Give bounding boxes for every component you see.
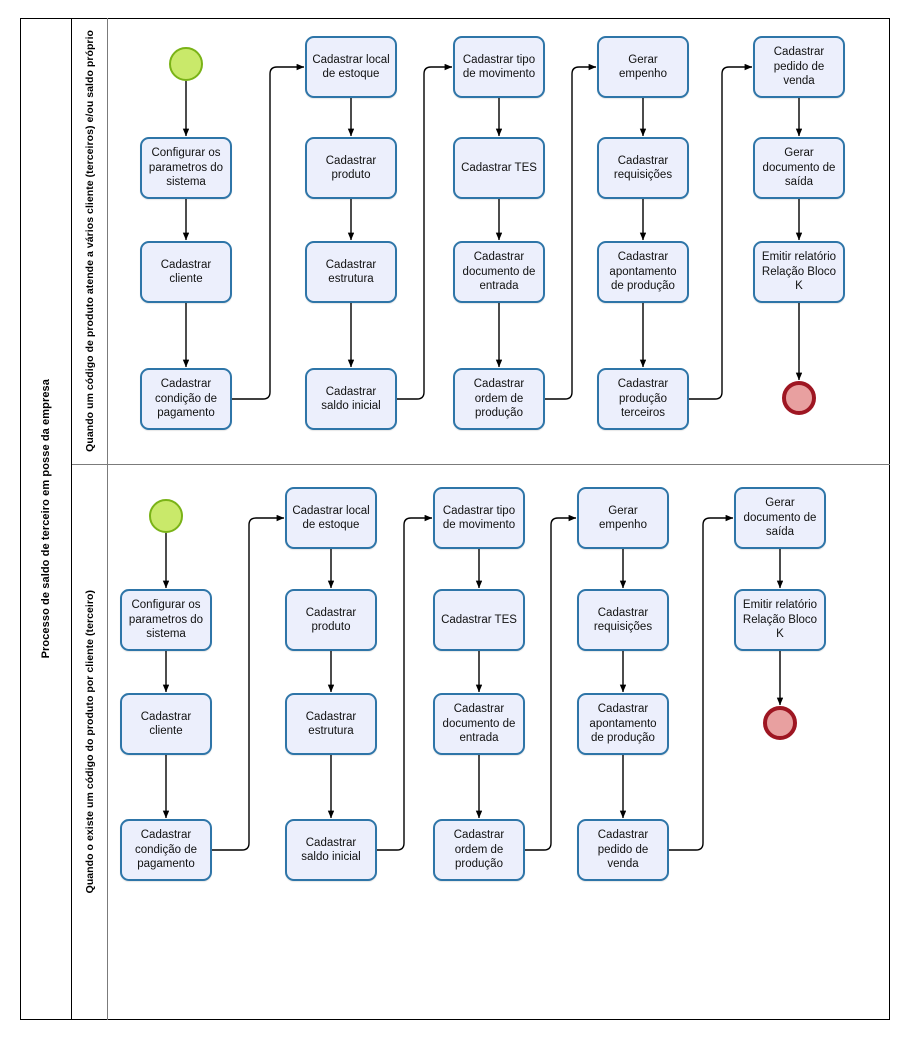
task-label: Cadastrar local de estoque: [292, 504, 370, 532]
task-node[interactable]: Emitir relatório Relação Bloco K: [753, 241, 845, 303]
task-label: Cadastrar produto: [325, 154, 377, 182]
task-label: Cadastrar requisições: [613, 154, 673, 182]
task-node[interactable]: Cadastrar estrutura: [305, 241, 397, 303]
task-label: Cadastrar ordem de produção: [453, 829, 505, 871]
task-node[interactable]: Cadastrar estrutura: [285, 693, 377, 755]
task-node[interactable]: Cadastrar condição de pagamento: [120, 819, 212, 881]
task-node[interactable]: Emitir relatório Relação Bloco K: [734, 589, 826, 651]
task-label: Cadastrar saldo inicial: [301, 836, 361, 864]
end-event: [763, 706, 797, 740]
task-label: Cadastrar tipo de movimento: [462, 53, 536, 81]
task-node[interactable]: Cadastrar apontamento de produção: [597, 241, 689, 303]
task-node[interactable]: Cadastrar local de estoque: [285, 487, 377, 549]
pool-label: Processo de saldo de terceiro em posse d…: [20, 18, 72, 1020]
task-node[interactable]: Cadastrar tipo de movimento: [433, 487, 525, 549]
task-node[interactable]: Cadastrar pedido de venda: [753, 36, 845, 98]
task-label: Cadastrar estrutura: [325, 258, 377, 286]
task-label: Cadastrar TES: [461, 161, 537, 174]
task-node[interactable]: Cadastrar produto: [305, 137, 397, 199]
task-label: Cadastrar requisições: [593, 606, 653, 634]
lane-label-2: Quando o existe um código do produto por…: [72, 464, 108, 1020]
task-node[interactable]: Configurar os parametros do sistema: [120, 589, 212, 651]
task-node[interactable]: Cadastrar pedido de venda: [577, 819, 669, 881]
task-label: Cadastrar pedido de venda: [597, 829, 649, 871]
task-node[interactable]: Cadastrar TES: [433, 589, 525, 651]
task-node[interactable]: Cadastrar cliente: [140, 241, 232, 303]
task-label: Cadastrar saldo inicial: [321, 385, 381, 413]
task-node[interactable]: Gerar documento de saída: [734, 487, 826, 549]
task-node[interactable]: Cadastrar requisições: [577, 589, 669, 651]
task-node[interactable]: Cadastrar documento de entrada: [453, 241, 545, 303]
task-node[interactable]: Cadastrar saldo inicial: [305, 368, 397, 430]
task-node[interactable]: Cadastrar apontamento de produção: [577, 693, 669, 755]
pool-label-text: Processo de saldo de terceiro em posse d…: [39, 379, 52, 659]
task-label: Gerar empenho: [599, 504, 647, 532]
task-label: Cadastrar condição de pagamento: [154, 378, 218, 420]
task-node[interactable]: Cadastrar cliente: [120, 693, 212, 755]
task-node[interactable]: Cadastrar produto: [285, 589, 377, 651]
task-label: Cadastrar documento de entrada: [442, 703, 516, 745]
pool-frame: [20, 18, 890, 1020]
task-node[interactable]: Cadastrar ordem de produção: [433, 819, 525, 881]
task-node[interactable]: Cadastrar local de estoque: [305, 36, 397, 98]
task-label: Gerar documento de saída: [762, 147, 836, 189]
task-node[interactable]: Cadastrar tipo de movimento: [453, 36, 545, 98]
task-label: Cadastrar pedido de venda: [773, 46, 825, 88]
task-label: Cadastrar condição de pagamento: [134, 829, 198, 871]
task-node[interactable]: Gerar empenho: [597, 36, 689, 98]
lane-label-1: Quando um código de produto atende a vár…: [72, 18, 108, 464]
task-label: Cadastrar cliente: [140, 710, 192, 738]
task-node[interactable]: Configurar os parametros do sistema: [140, 137, 232, 199]
task-label: Cadastrar estrutura: [305, 710, 357, 738]
task-label: Emitir relatório Relação Bloco K: [742, 599, 818, 641]
task-label: Cadastrar cliente: [160, 258, 212, 286]
task-node[interactable]: Gerar documento de saída: [753, 137, 845, 199]
task-label: Cadastrar ordem de produção: [473, 378, 525, 420]
lane-label-1-text: Quando um código de produto atende a vár…: [83, 30, 96, 452]
task-label: Cadastrar TES: [441, 613, 517, 626]
task-node[interactable]: Gerar empenho: [577, 487, 669, 549]
task-label: Cadastrar produto: [305, 606, 357, 634]
task-label: Gerar empenho: [619, 53, 667, 81]
task-node[interactable]: Cadastrar requisições: [597, 137, 689, 199]
task-label: Cadastrar tipo de movimento: [442, 504, 516, 532]
task-node[interactable]: Cadastrar ordem de produção: [453, 368, 545, 430]
task-label: Cadastrar produção terceiros: [617, 378, 669, 420]
start-event: [169, 47, 203, 81]
lane-divider: [72, 464, 890, 465]
task-label: Emitir relatório Relação Bloco K: [761, 251, 837, 293]
task-label: Configurar os parametros do sistema: [128, 599, 204, 641]
task-node[interactable]: Cadastrar TES: [453, 137, 545, 199]
task-label: Configurar os parametros do sistema: [148, 147, 224, 189]
task-label: Cadastrar apontamento de produção: [609, 251, 677, 293]
task-node[interactable]: Cadastrar saldo inicial: [285, 819, 377, 881]
task-label: Cadastrar apontamento de produção: [589, 703, 657, 745]
task-label: Cadastrar documento de entrada: [462, 251, 536, 293]
task-node[interactable]: Cadastrar produção terceiros: [597, 368, 689, 430]
task-node[interactable]: Cadastrar documento de entrada: [433, 693, 525, 755]
task-label: Cadastrar local de estoque: [312, 53, 390, 81]
start-event: [149, 499, 183, 533]
lane-label-2-text: Quando o existe um código do produto por…: [83, 590, 96, 894]
task-label: Gerar documento de saída: [743, 497, 817, 539]
end-event: [782, 381, 816, 415]
task-node[interactable]: Cadastrar condição de pagamento: [140, 368, 232, 430]
